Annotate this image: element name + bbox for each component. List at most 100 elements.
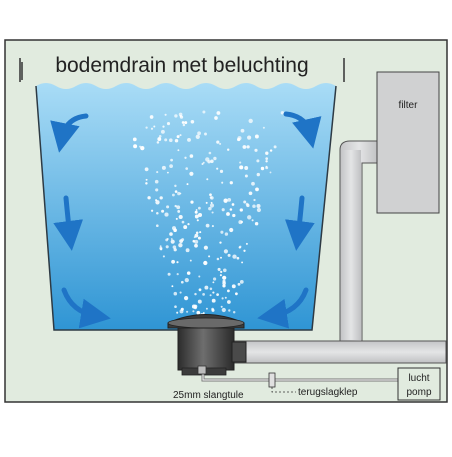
air-bubble — [239, 208, 243, 212]
air-bubble — [219, 169, 224, 174]
air-bubble — [173, 228, 177, 233]
air-bubble — [198, 288, 202, 292]
air-bubble — [187, 137, 191, 142]
air-bubble — [196, 310, 201, 315]
air-bubble — [262, 126, 265, 129]
air-bubble — [256, 159, 260, 163]
air-bubble — [159, 196, 163, 200]
air-bubble — [184, 156, 187, 159]
air-bubble — [154, 179, 159, 184]
air-bubble — [211, 298, 216, 303]
air-bubble — [178, 243, 183, 248]
air-bubbles — [132, 110, 285, 318]
air-bubble — [195, 134, 200, 139]
air-bubble — [169, 138, 173, 142]
air-bubble — [179, 291, 182, 294]
air-bubble — [173, 248, 177, 252]
air-bubble — [166, 205, 170, 209]
air-bubble — [174, 305, 177, 309]
air-bubble — [208, 206, 212, 211]
air-bubble — [150, 209, 154, 212]
air-bubble — [227, 300, 231, 304]
check-valve — [268, 372, 276, 388]
air-bubble — [243, 249, 246, 252]
air-bubble — [231, 284, 236, 289]
air-bubble — [150, 127, 154, 130]
air-bubble — [176, 261, 179, 264]
air-bubble — [186, 183, 189, 186]
air-bubble — [161, 165, 166, 170]
air-bubble — [247, 215, 252, 220]
air-bubble — [205, 201, 208, 204]
air-bubble — [139, 145, 142, 148]
air-pump-label-line2: pomp — [406, 387, 431, 398]
air-bubble — [213, 277, 217, 281]
air-bubble — [156, 171, 159, 174]
air-bubble — [222, 284, 226, 288]
air-bubble — [145, 126, 148, 129]
air-bubble — [210, 201, 213, 204]
air-bubble — [174, 190, 178, 193]
air-bubble — [178, 214, 183, 220]
air-bubble — [224, 296, 227, 299]
check-valve-leader — [271, 387, 296, 393]
air-bubble — [244, 166, 249, 170]
air-bubble — [172, 245, 177, 249]
air-bubble — [177, 191, 181, 196]
air-bubble — [155, 200, 160, 205]
air-bubble — [182, 123, 186, 127]
check-valve-label: terugslagklep — [298, 387, 358, 398]
air-bubble — [265, 157, 269, 160]
filter-box — [376, 71, 440, 214]
air-bubble — [174, 138, 179, 143]
air-bubble — [199, 231, 202, 234]
air-bubble — [227, 148, 230, 151]
air-bubble — [165, 245, 169, 249]
air-bubble — [179, 114, 182, 118]
air-bubble — [184, 277, 189, 283]
air-bubble — [133, 144, 138, 149]
air-bubble — [174, 184, 177, 188]
air-bubble — [194, 214, 199, 219]
hose-nozzle — [197, 365, 207, 375]
air-bubble — [204, 285, 209, 290]
air-bubble — [242, 145, 247, 149]
air-bubble — [216, 167, 219, 170]
air-bubble — [248, 118, 253, 124]
air-bubble — [209, 196, 213, 199]
air-bubble — [167, 272, 171, 276]
air-bubble — [224, 232, 229, 236]
air-bubble — [221, 181, 224, 184]
air-bubble — [220, 256, 222, 259]
air-bubble — [180, 280, 184, 284]
air-bubble — [227, 289, 230, 293]
air-bubble — [192, 310, 195, 313]
air-bubble — [228, 309, 231, 312]
air-bubble — [166, 171, 169, 174]
air-bubble — [239, 161, 242, 164]
air-bubble — [183, 295, 189, 301]
air-bubble — [144, 167, 149, 172]
air-bubble — [208, 255, 211, 258]
pond-water — [36, 83, 336, 330]
air-bubble — [239, 165, 244, 170]
air-bubble — [156, 141, 160, 144]
air-bubble — [155, 199, 158, 202]
arrow-bottom-left — [61, 287, 111, 329]
air-bubble — [203, 260, 208, 266]
air-bubble — [220, 305, 223, 308]
air-bubble — [164, 212, 169, 217]
air-pump-label-line1: lucht — [408, 373, 429, 384]
air-bubble — [255, 187, 259, 192]
diagram-title: bodemdrain met beluchting — [55, 54, 308, 77]
air-bubble — [179, 134, 182, 137]
air-bubble — [187, 223, 190, 226]
air-bubble — [209, 294, 212, 297]
air-bubble — [209, 287, 213, 291]
air-bubble — [239, 245, 242, 248]
air-bubble — [219, 142, 222, 145]
air-bubble — [155, 224, 159, 228]
air-bubble — [280, 111, 285, 115]
air-bubble — [197, 236, 201, 240]
air-bubble — [211, 211, 214, 214]
